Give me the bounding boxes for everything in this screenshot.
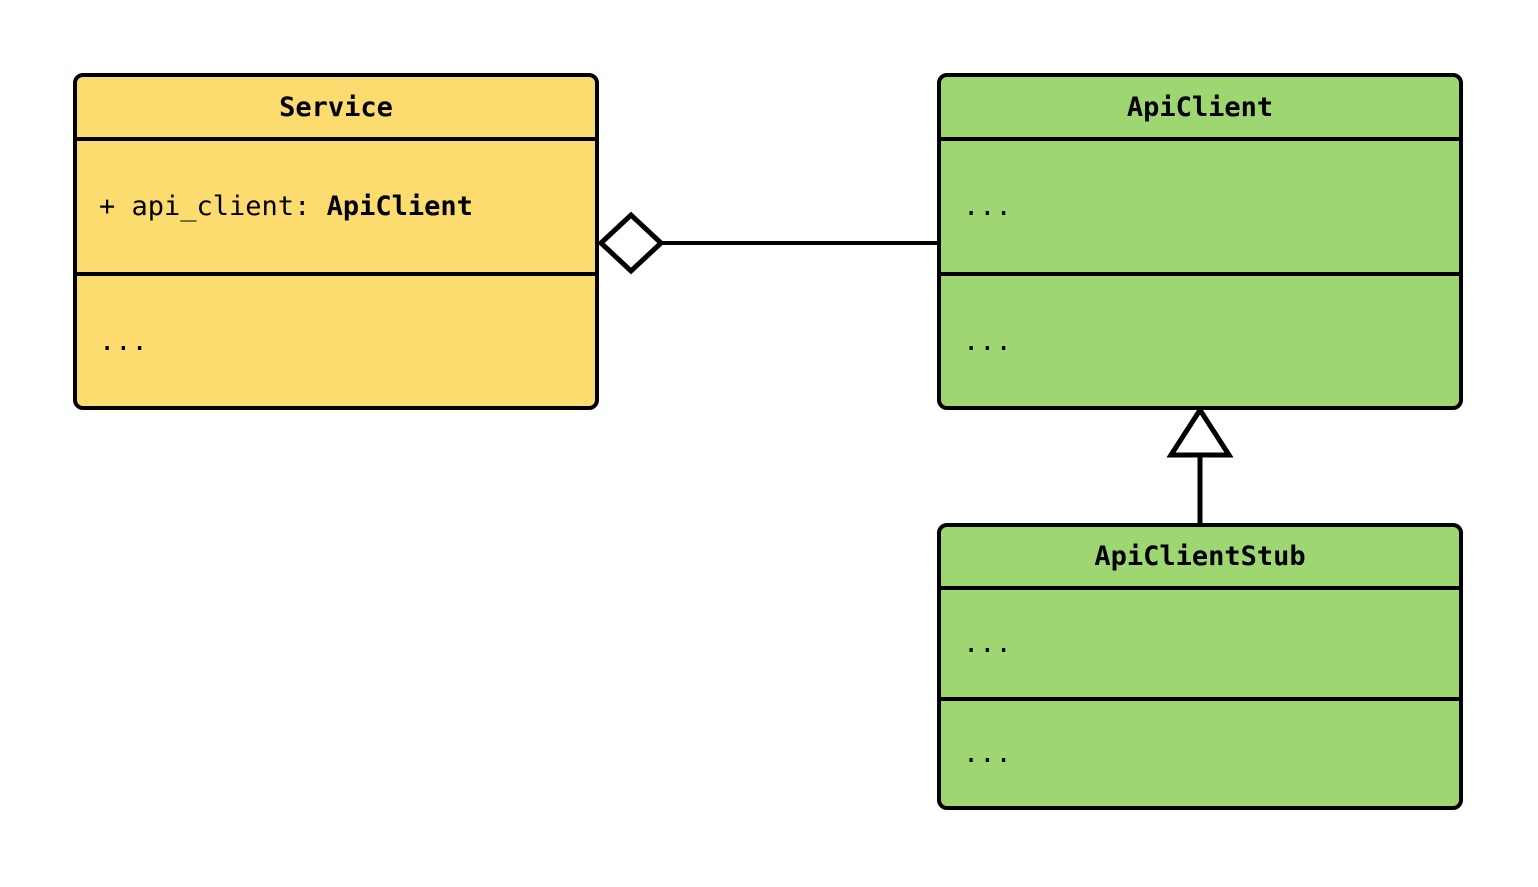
- aggregation-edge-service-apiclient[interactable]: [597, 211, 937, 275]
- attributes-ellipsis-apiclientstub: ...: [963, 628, 1012, 659]
- class-box-apiclientstub[interactable]: ApiClientStub ... ...: [937, 523, 1463, 810]
- class-methods-compartment-service: ...: [77, 272, 595, 406]
- hollow-triangle-icon: [1166, 405, 1234, 458]
- class-name-apiclient: ApiClient: [1126, 91, 1274, 123]
- class-attributes-compartment-apiclientstub: ...: [941, 586, 1459, 697]
- class-title-compartment-service: Service: [77, 77, 595, 137]
- attribute-api-client: + api_client: ApiClient: [77, 191, 473, 222]
- generalization-edge-apiclientstub-apiclient[interactable]: [1166, 405, 1234, 523]
- class-title-compartment-apiclientstub: ApiClientStub: [941, 527, 1459, 586]
- class-name-apiclientstub: ApiClientStub: [1094, 541, 1306, 572]
- class-attributes-compartment-service: + api_client: ApiClient: [77, 137, 595, 272]
- class-methods-compartment-apiclientstub: ...: [941, 697, 1459, 806]
- attributes-ellipsis-apiclient: ...: [963, 191, 1012, 222]
- class-attributes-compartment-apiclient: ...: [941, 137, 1459, 272]
- methods-ellipsis-apiclientstub: ...: [963, 738, 1012, 769]
- methods-ellipsis-service: ...: [99, 325, 148, 357]
- class-box-service[interactable]: Service + api_client: ApiClient ...: [73, 73, 599, 410]
- attribute-api-client-type: ApiClient: [326, 191, 473, 222]
- class-box-apiclient[interactable]: ApiClient ... ...: [937, 73, 1463, 410]
- methods-ellipsis-apiclient: ...: [963, 325, 1012, 357]
- class-name-service: Service: [279, 91, 393, 123]
- hollow-diamond-icon: [597, 211, 665, 275]
- attribute-api-client-prefix: + api_client:: [99, 191, 327, 222]
- class-title-compartment-apiclient: ApiClient: [941, 77, 1459, 137]
- class-methods-compartment-apiclient: ...: [941, 272, 1459, 406]
